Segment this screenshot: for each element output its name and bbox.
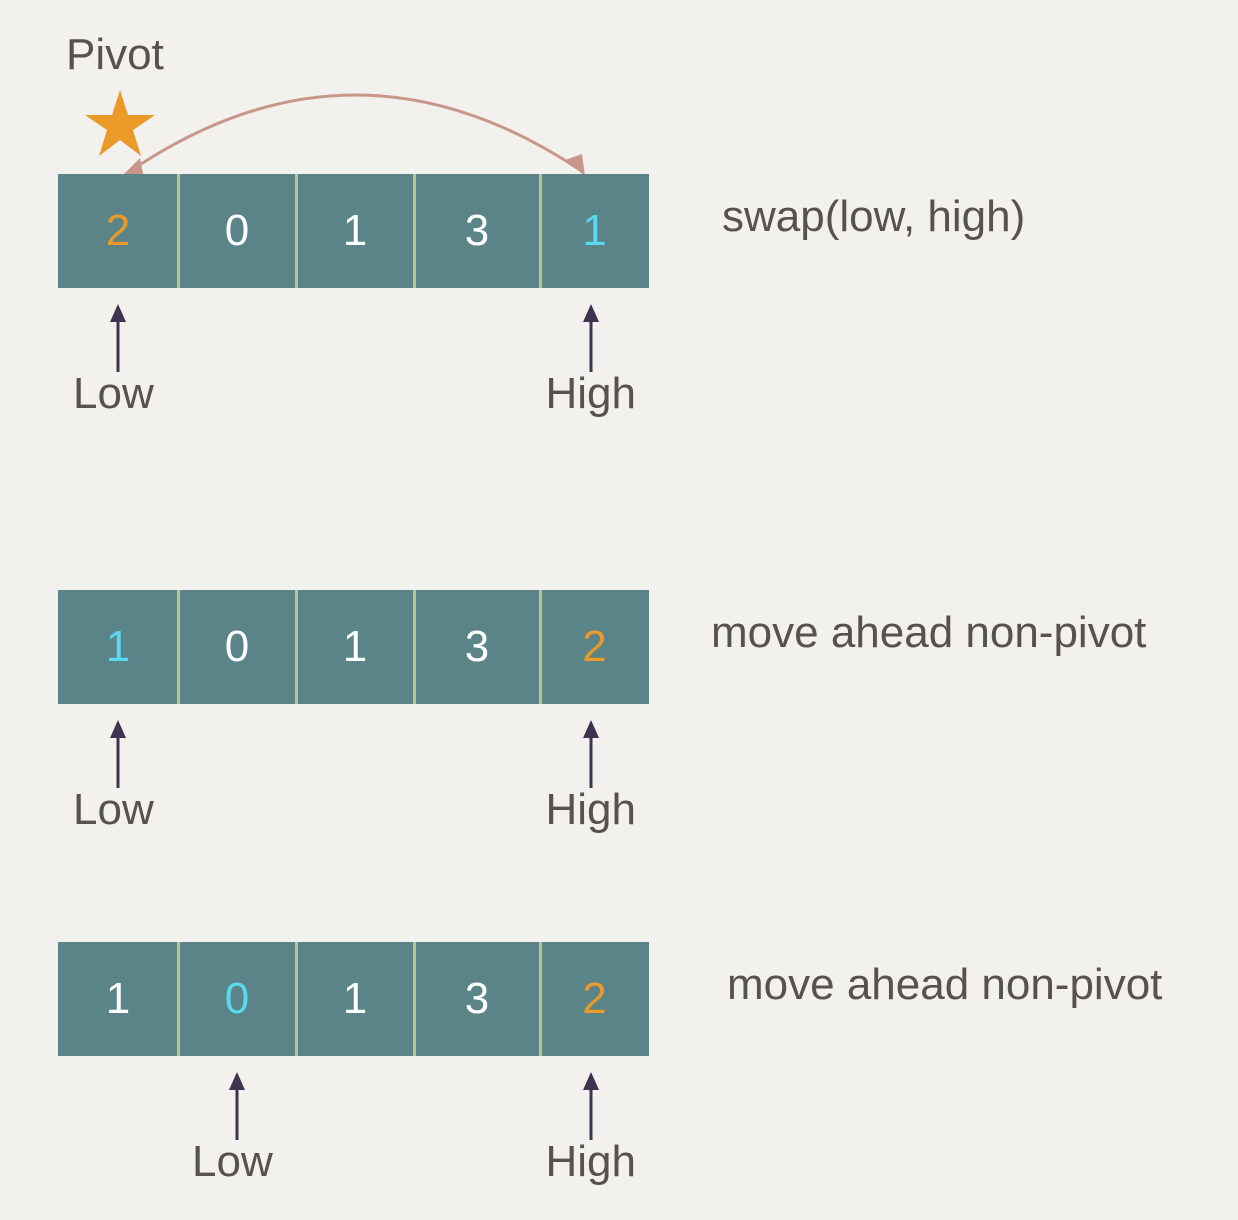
array-cell: 1 <box>342 622 368 671</box>
array-cell: 2 <box>582 974 607 1023</box>
array-cell: 1 <box>105 622 131 671</box>
step-caption: move ahead non-pivot <box>711 608 1147 657</box>
swap-arc <box>131 93 581 172</box>
cell-divider <box>295 942 298 1056</box>
cell-divider <box>413 174 416 288</box>
arrow-up-icon <box>582 304 599 372</box>
array-row: 1 0 1 3 2 <box>58 942 649 1056</box>
array-cell: 0 <box>224 974 250 1023</box>
cell-divider <box>177 590 180 704</box>
cell-divider <box>413 942 416 1056</box>
arrow-up-icon <box>229 1072 245 1140</box>
array-cell: 3 <box>464 974 490 1023</box>
high-pointer-label: High <box>545 369 637 418</box>
array-cell: 1 <box>342 206 368 255</box>
arrow-up-icon <box>110 304 126 372</box>
cell-divider <box>539 590 542 704</box>
array-cell: 1 <box>105 974 131 1023</box>
cell-divider <box>295 590 298 704</box>
array-cell: 0 <box>224 622 250 671</box>
arrow-up-icon <box>582 720 599 788</box>
arrowhead-left <box>122 158 143 176</box>
step-caption: move ahead non-pivot <box>727 960 1163 1009</box>
array-cell: 1 <box>582 206 607 255</box>
high-pointer-label: High <box>545 785 637 834</box>
pivot-label: Pivot <box>66 30 164 79</box>
low-pointer-label: Low <box>73 785 154 834</box>
array-cell: 3 <box>464 206 490 255</box>
cell-divider <box>413 590 416 704</box>
arrow-up-icon <box>110 720 126 788</box>
pivot-swap-graphic <box>85 90 585 176</box>
high-pointer-label: High <box>545 1137 637 1186</box>
cell-divider <box>539 942 542 1056</box>
array-cell: 0 <box>224 206 250 255</box>
arrow-up-icon <box>582 1072 599 1140</box>
star-icon <box>85 90 155 156</box>
array-cell: 2 <box>582 622 607 671</box>
arrowhead-right <box>565 154 585 176</box>
cell-divider <box>177 174 180 288</box>
low-pointer-label: Low <box>192 1137 273 1186</box>
cell-divider <box>539 174 542 288</box>
cell-divider <box>177 942 180 1056</box>
step-caption: swap(low, high) <box>722 192 1026 241</box>
array-cell: 3 <box>464 622 490 671</box>
cell-divider <box>295 174 298 288</box>
array-cell: 2 <box>105 206 131 255</box>
array-cell: 1 <box>342 974 368 1023</box>
low-pointer-label: Low <box>73 369 154 418</box>
array-row: 1 0 1 3 2 <box>58 590 649 704</box>
array-row: 2 0 1 3 1 <box>58 174 649 288</box>
